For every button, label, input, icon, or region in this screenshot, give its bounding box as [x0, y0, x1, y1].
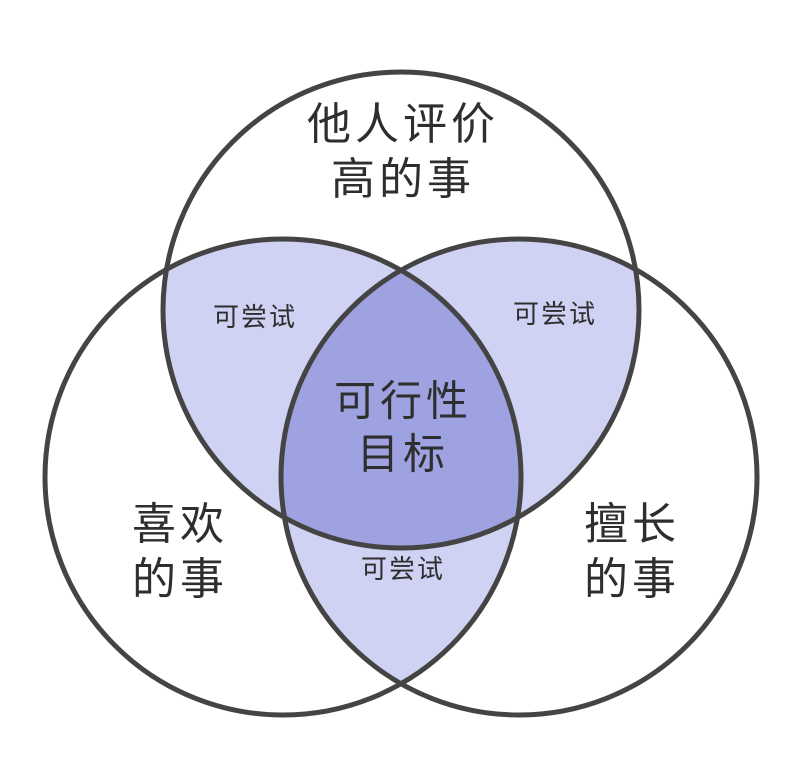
label-line: 他人评价: [307, 99, 499, 150]
label-line: 擅长: [584, 499, 680, 550]
label-top-left-overlap: 可尝试: [212, 302, 298, 333]
circle-likes: [42, 236, 524, 718]
label-line: 可行性: [333, 376, 473, 426]
label-others-value: 他人评价 高的事: [307, 97, 499, 207]
label-center-overlap: 可行性 目标: [334, 376, 472, 481]
label-likes: 喜欢 的事: [132, 497, 228, 607]
label-line: 喜欢: [132, 499, 228, 550]
label-line: 的事: [584, 554, 680, 605]
label-line: 的事: [132, 554, 228, 605]
label-good-at: 擅长 的事: [584, 497, 680, 607]
label-left-right-overlap: 可尝试: [360, 554, 446, 585]
circle-others-value: [160, 69, 642, 551]
label-line: 高的事: [331, 154, 475, 205]
label-line: 目标: [356, 429, 450, 478]
label-top-right-overlap: 可尝试: [512, 299, 598, 330]
circle-good-at: [278, 236, 760, 718]
